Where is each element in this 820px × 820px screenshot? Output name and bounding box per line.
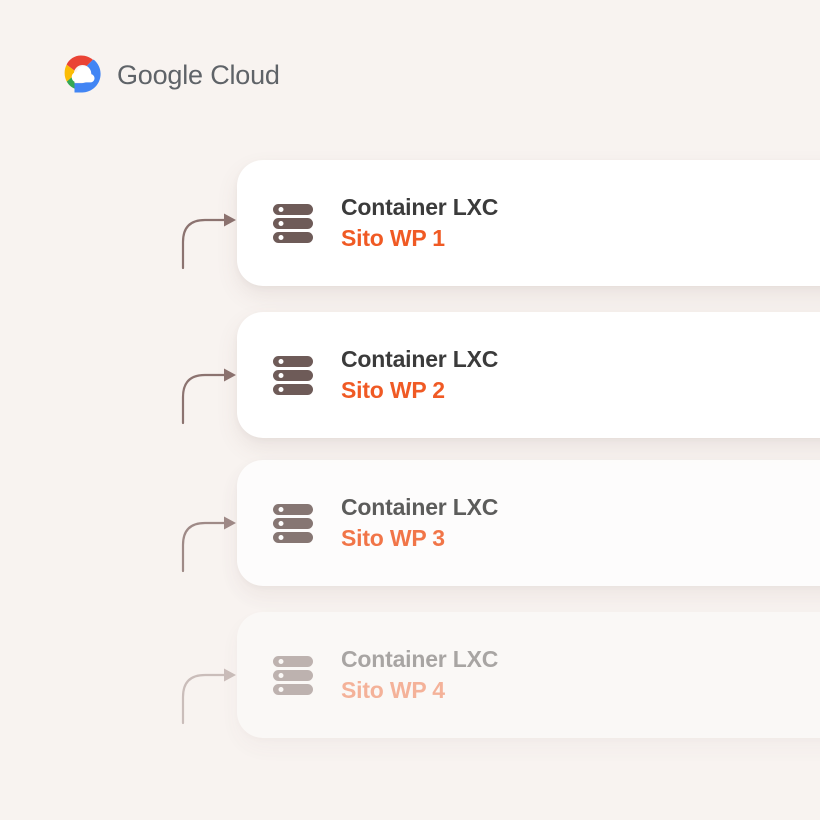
card-subtitle: Sito WP 3: [341, 525, 445, 551]
container-card[interactable]: Container LXC Sito WP 3: [237, 460, 820, 586]
connector-arrowhead-4: [224, 668, 236, 682]
card-text-block: Container LXC Sito WP 2: [341, 345, 498, 406]
server-stack-icon: [273, 356, 313, 395]
connector-branch-1: [181, 213, 236, 270]
connector-arrowhead-3: [224, 516, 236, 530]
server-stack-icon: [273, 204, 313, 243]
card-subtitle: Sito WP 1: [341, 225, 445, 251]
server-stack-icon: [273, 504, 313, 543]
connector-branch-4: [181, 668, 236, 725]
card-title: Container LXC: [341, 345, 499, 372]
google-cloud-logo-icon: [64, 55, 101, 93]
container-card[interactable]: Container LXC Sito WP 2: [237, 312, 820, 438]
card-subtitle: Sito WP 2: [341, 377, 445, 403]
card-title: Container LXC: [341, 193, 499, 220]
card-title: Container LXC: [341, 645, 499, 672]
brand-logo: Google Cloud: [58, 54, 280, 96]
brand-wordmark: Google Cloud: [117, 59, 280, 90]
connector-arrowhead-1: [224, 213, 236, 227]
card-subtitle: Sito WP 4: [341, 677, 445, 703]
connector-arrowhead-2: [224, 368, 236, 382]
server-stack-icon: [273, 656, 313, 695]
connector-branch-2: [181, 368, 236, 425]
card-text-block: Container LXC Sito WP 3: [341, 493, 498, 554]
card-title: Container LXC: [341, 493, 499, 520]
brand-name-secondary: Cloud: [210, 59, 280, 90]
container-card[interactable]: Container LXC Sito WP 4: [237, 612, 820, 738]
container-card[interactable]: Container LXC Sito WP 1: [237, 160, 820, 286]
card-text-block: Container LXC Sito WP 1: [341, 193, 498, 254]
card-text-block: Container LXC Sito WP 4: [341, 645, 498, 706]
brand-name-primary: Google: [117, 59, 203, 90]
connector-branch-3: [181, 516, 236, 573]
